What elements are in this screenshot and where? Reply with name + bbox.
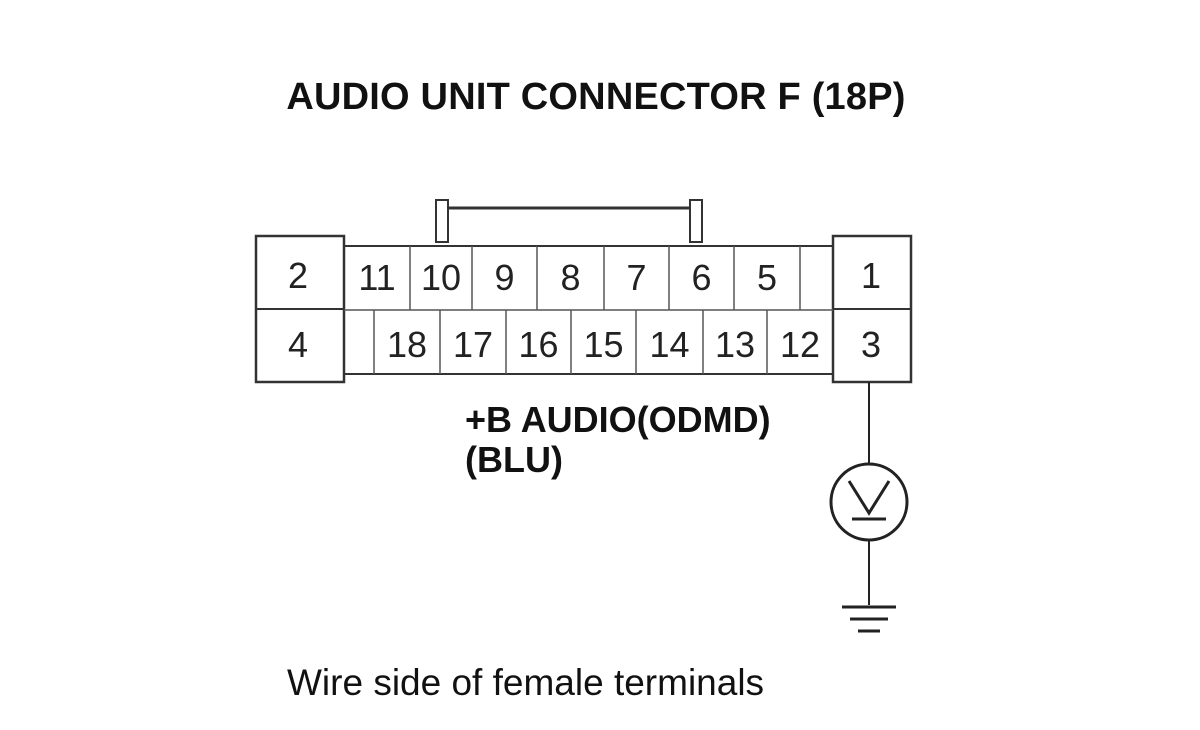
- terminal-labels: 2 4 1 3 11 10 9 8 7 6 5 18 17 16 15 14 13 12: [288, 255, 881, 365]
- signal-label: +B AUDIO(ODMD) (BLU): [465, 400, 771, 480]
- terminal-11: 11: [358, 257, 395, 298]
- diagram-caption: Wire side of female terminals: [287, 662, 765, 703]
- terminal-13: 13: [715, 324, 755, 365]
- diagram-title: AUDIO UNIT CONNECTOR F (18P): [286, 76, 906, 118]
- terminal-1: 1: [861, 255, 881, 296]
- terminal-6: 6: [691, 257, 711, 298]
- terminal-5: 5: [757, 257, 777, 298]
- terminal-17: 17: [453, 324, 493, 365]
- terminal-10: 10: [421, 257, 461, 298]
- connector-lock-tab: [435, 199, 703, 243]
- terminal-3: 3: [861, 324, 881, 365]
- signal-name: +B AUDIO(ODMD): [465, 399, 771, 440]
- terminal-7: 7: [626, 257, 646, 298]
- terminal-15: 15: [583, 324, 623, 365]
- terminal-16: 16: [518, 324, 558, 365]
- cavity-dividers: [373, 246, 801, 374]
- connector-housing: [254, 234, 913, 384]
- terminal-14: 14: [649, 324, 689, 365]
- terminal-2: 2: [288, 255, 308, 296]
- terminal-18: 18: [387, 324, 427, 365]
- measurement-circuit: [829, 382, 909, 633]
- voltmeter-icon: [829, 462, 909, 542]
- terminal-9: 9: [494, 257, 514, 298]
- ground-icon: [842, 605, 896, 633]
- wire-color: (BLU): [465, 439, 563, 480]
- terminal-12: 12: [780, 324, 820, 365]
- terminal-8: 8: [560, 257, 580, 298]
- terminal-4: 4: [288, 324, 308, 365]
